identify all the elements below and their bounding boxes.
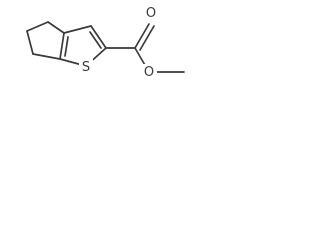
bond-c6-c6a — [32, 53, 61, 60]
bond-c3a-c3 — [63, 25, 92, 34]
bond-c3a-c6a-inner — [64, 36, 69, 57]
sulfur-label-bg — [79, 59, 93, 74]
ester-oxygen-label: O — [144, 65, 154, 80]
bond-c4-c5 — [26, 21, 49, 32]
bond-c3a-c4 — [47, 21, 65, 34]
bond-c3-c2-inner — [89, 31, 102, 49]
bond-carbonyl-o-double-a — [134, 23, 150, 49]
bond-layer — [26, 21, 185, 73]
carbonyl-oxygen-label-bg — [143, 6, 159, 21]
bond-carbonyl-o-double-b — [139, 25, 155, 51]
sulfur-label: S — [82, 60, 90, 75]
bond-c3-c2 — [90, 25, 107, 49]
chemical-structure: S O O — [26, 6, 185, 80]
ester-oxygen-label-bg — [141, 64, 157, 79]
atom-label-layer: S O O — [79, 6, 159, 80]
bond-c3a-c6a — [59, 32, 65, 60]
bond-c5-c6 — [26, 30, 34, 55]
carbonyl-oxygen-label: O — [146, 6, 156, 21]
